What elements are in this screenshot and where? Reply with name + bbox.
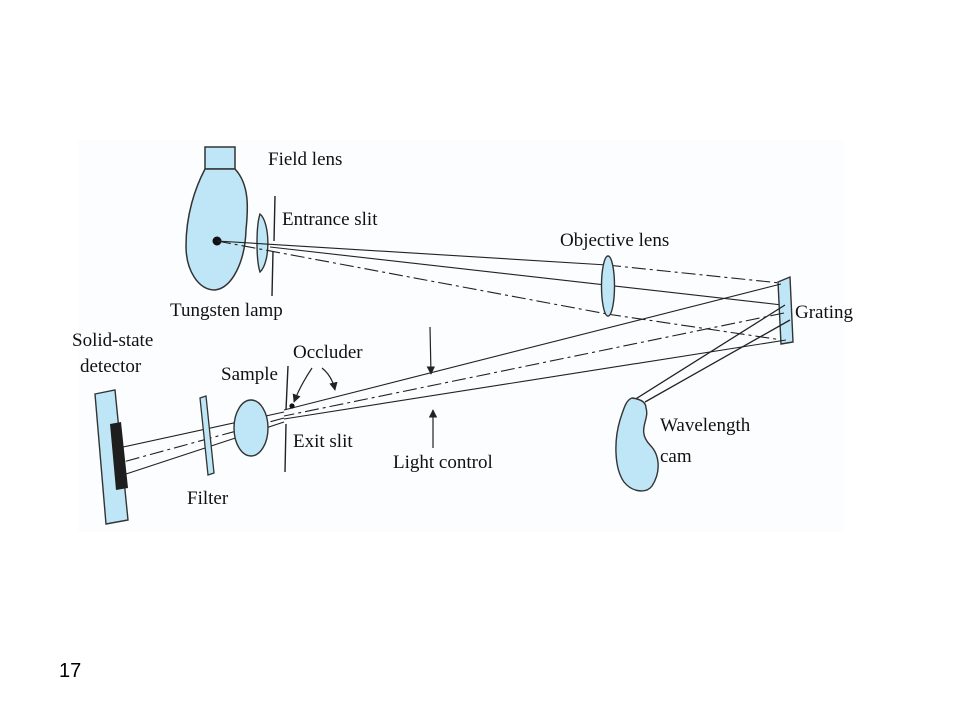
exit-slit-label: Exit slit [293, 431, 353, 452]
objective-lens-label: Objective lens [560, 230, 669, 251]
tungsten-lamp [185, 146, 249, 291]
filter-label: Filter [187, 488, 229, 509]
page-number: 17 [59, 660, 82, 682]
exit-slit [284, 365, 289, 473]
filter [199, 395, 215, 476]
solid-state-detector [94, 389, 129, 525]
light-control-label: Light control [393, 452, 493, 473]
occluder-pointer-arrows [292, 367, 338, 403]
occluder [289, 403, 295, 409]
tungsten-lamp-label: Tungsten lamp [170, 300, 283, 321]
detector-label-line2: detector [80, 356, 142, 377]
sample-cell [233, 399, 269, 457]
objective-lens [600, 255, 616, 317]
field-lens-label: Field lens [268, 149, 342, 170]
diffracted-beams [283, 283, 787, 420]
entrance-slit [271, 195, 276, 297]
wavelength-cam [615, 304, 791, 492]
occluder-label: Occluder [293, 342, 363, 363]
grating [777, 275, 794, 345]
sample-label: Sample [221, 364, 278, 385]
grating-label: Grating [795, 302, 854, 323]
light-control-arrows [426, 326, 438, 448]
wavelength-cam-label-line2: cam [660, 446, 692, 467]
incident-beams [216, 240, 783, 341]
wavelength-cam-label-line1: Wavelength [660, 415, 751, 436]
detector-label-line1: Solid-state [72, 330, 153, 351]
field-lens [256, 212, 269, 274]
entrance-slit-label: Entrance slit [282, 209, 378, 230]
